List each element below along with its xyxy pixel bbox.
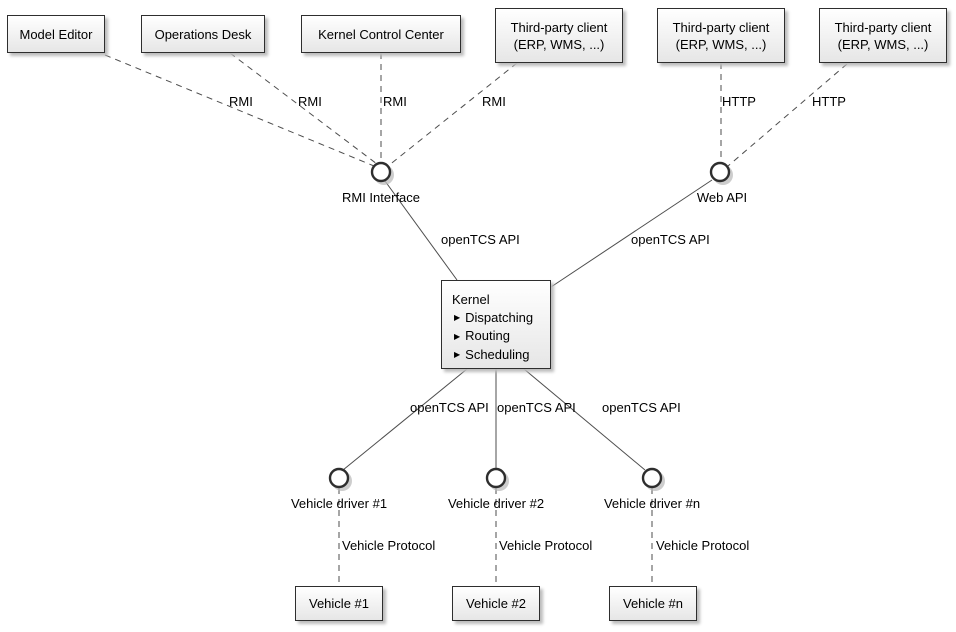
node-vehicle-1: Vehicle #1: [295, 586, 383, 621]
edge-label-opentcs-api-top-1: openTCS API: [441, 232, 520, 247]
bullet-triangle-icon: ▶: [454, 313, 461, 322]
bullet-triangle-icon: ▶: [454, 350, 461, 359]
node-kernel-title: Kernel: [452, 292, 490, 307]
edge-label-opentcs-api-top-2: openTCS API: [631, 232, 710, 247]
edge-rmi-interface-kernel: [384, 180, 458, 281]
vehicle-driver-1-node: [328, 467, 350, 489]
vehicle-driver-2-node: [485, 467, 507, 489]
edge-label-vehicle-protocol-3: Vehicle Protocol: [656, 538, 750, 553]
node-third-party-client-1: Third-party client (ERP, WMS, ...): [495, 8, 623, 63]
node-third-party-client-3-line2: (ERP, WMS, ...): [837, 36, 929, 52]
rmi-interface-label: RMI Interface: [341, 190, 421, 205]
node-vehicle-n-label: Vehicle #n: [623, 596, 683, 611]
edge-model-editor-rmi-interface: [104, 54, 375, 167]
edge-label-opentcs-api-bottom-1: openTCS API: [410, 400, 489, 415]
kernel-bullet-dispatching-label: Dispatching: [465, 309, 534, 325]
node-third-party-client-1-line1: Third-party client: [510, 19, 608, 35]
node-kernel-control-center: Kernel Control Center: [301, 15, 461, 53]
node-model-editor-label: Model Editor: [19, 26, 93, 42]
edge-label-vehicle-protocol-1: Vehicle Protocol: [342, 538, 436, 553]
node-operations-desk: Operations Desk: [141, 15, 265, 53]
edge-label-vehicle-protocol-2: Vehicle Protocol: [499, 538, 593, 553]
edge-label-rmi-2: RMI: [298, 94, 322, 109]
vehicle-driver-n-node: [641, 467, 663, 489]
kernel-bullet-routing: ▶ Routing: [452, 327, 510, 346]
kernel-bullet-scheduling: ▶ Scheduling: [452, 345, 529, 364]
edge-third-party-3-web-api: [727, 63, 848, 167]
edge-web-api-kernel: [550, 179, 713, 288]
edge-label-http-2: HTTP: [812, 94, 846, 109]
node-kernel: Kernel ▶ Dispatching ▶ Routing ▶ Schedul…: [441, 280, 551, 369]
node-vehicle-2: Vehicle #2: [452, 586, 540, 621]
edge-label-rmi-4: RMI: [482, 94, 506, 109]
web-api-label: Web API: [696, 190, 748, 205]
node-operations-desk-label: Operations Desk: [154, 26, 252, 42]
edge-kernel-driver-1: [342, 368, 468, 471]
bullet-triangle-icon: ▶: [454, 331, 461, 341]
edge-label-rmi-3: RMI: [383, 94, 407, 109]
node-model-editor: Model Editor: [7, 15, 105, 53]
edge-operations-desk-rmi-interface: [229, 52, 378, 165]
node-vehicle-n: Vehicle #n: [609, 586, 697, 621]
edge-label-opentcs-api-bottom-3: openTCS API: [602, 400, 681, 415]
node-third-party-client-2-line1: Third-party client: [672, 19, 770, 35]
vehicle-driver-1-label: Vehicle driver #1: [290, 496, 388, 511]
node-third-party-client-3: Third-party client (ERP, WMS, ...): [819, 8, 947, 63]
kernel-bullet-dispatching: ▶ Dispatching: [452, 308, 533, 327]
vehicle-driver-n-label: Vehicle driver #n: [603, 496, 701, 511]
web-api-node: [709, 161, 731, 183]
node-third-party-client-3-line1: Third-party client: [834, 19, 932, 35]
node-vehicle-1-label: Vehicle #1: [309, 596, 369, 611]
node-kernel-control-center-label: Kernel Control Center: [318, 26, 444, 42]
vehicle-driver-2-label: Vehicle driver #2: [447, 496, 545, 511]
kernel-bullet-routing-label: Routing: [465, 328, 510, 343]
node-third-party-client-2-line2: (ERP, WMS, ...): [675, 36, 767, 52]
node-third-party-client-2: Third-party client (ERP, WMS, ...): [657, 8, 785, 63]
kernel-bullet-scheduling-label: Scheduling: [465, 346, 530, 362]
node-third-party-client-1-line2: (ERP, WMS, ...): [513, 36, 605, 52]
node-vehicle-2-label: Vehicle #2: [466, 596, 526, 611]
edge-label-rmi-1: RMI: [229, 94, 253, 109]
edge-label-http-1: HTTP: [722, 94, 756, 109]
edge-third-party-1-rmi-interface: [387, 62, 518, 167]
edge-kernel-driver-n: [523, 368, 646, 471]
edge-label-opentcs-api-bottom-2: openTCS API: [497, 400, 576, 415]
rmi-interface-node: [370, 161, 392, 183]
